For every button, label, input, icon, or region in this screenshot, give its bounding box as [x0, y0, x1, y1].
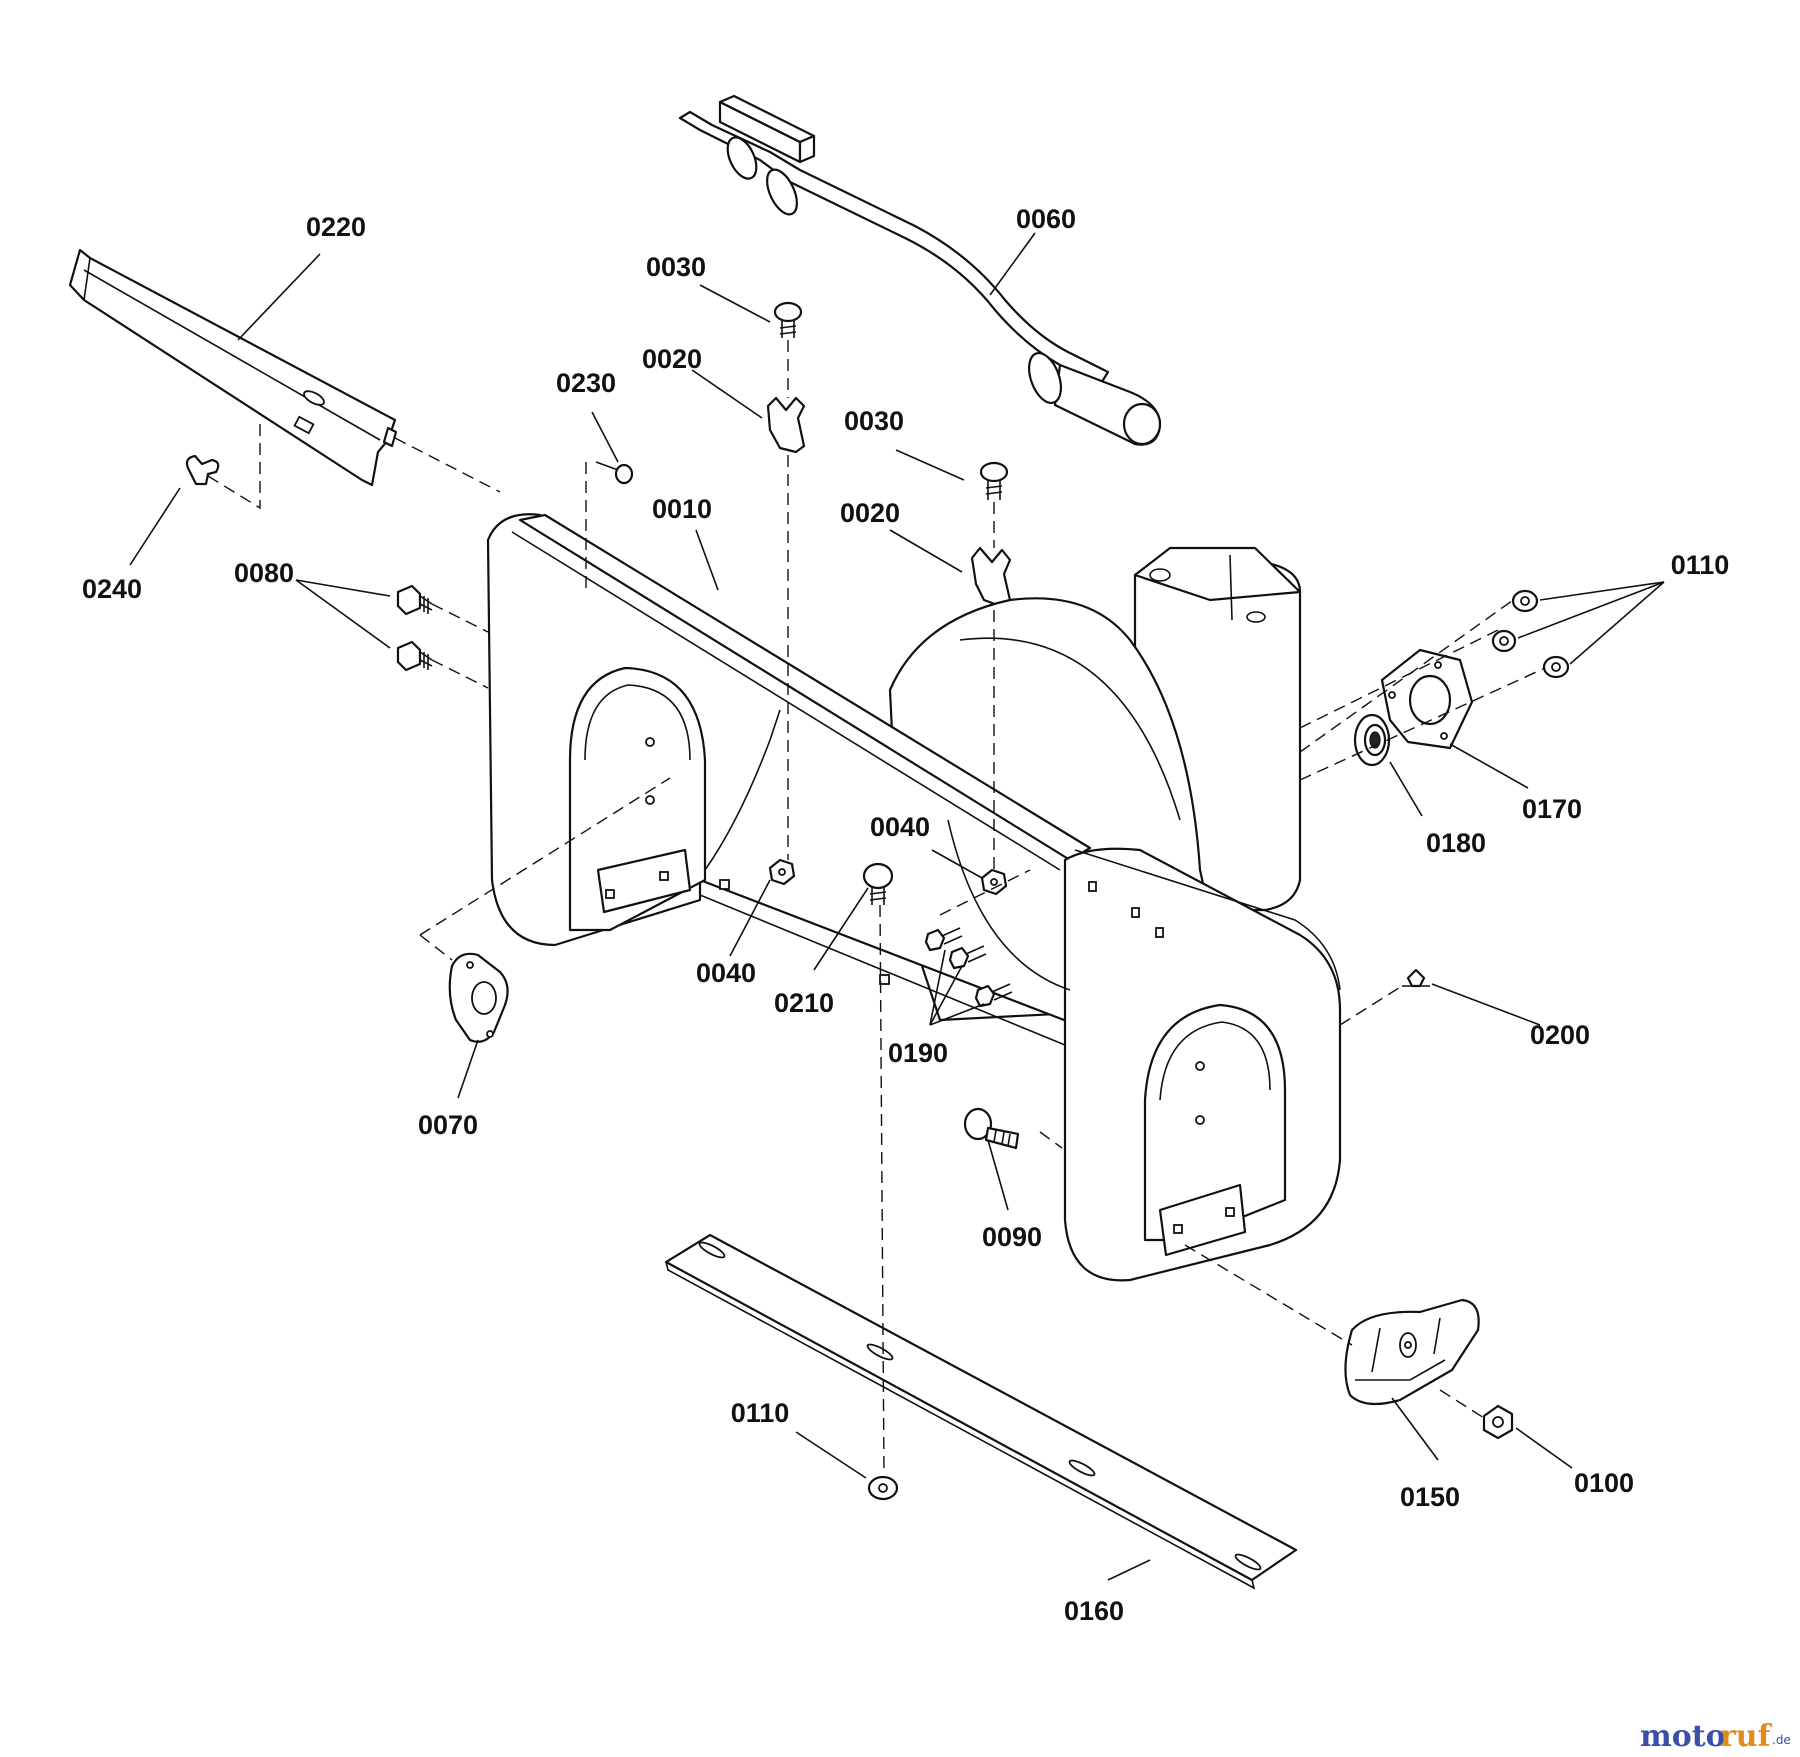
bolt-0190-b-part: [948, 945, 987, 970]
wing-nut-part: [185, 454, 220, 486]
callout-0020-upper: 0020: [642, 344, 702, 374]
bolt-0190-c-part: [974, 983, 1013, 1008]
callout-0080: 0080: [234, 558, 294, 588]
flange-nut-upper-part: [1511, 589, 1539, 613]
screw-upper-part: [773, 301, 803, 338]
rail-channel-part: [68, 248, 398, 487]
callout-0040-right: 0040: [870, 812, 930, 842]
watermark-brand-b: ruf: [1720, 1719, 1773, 1754]
bolt-0190-a-part: [924, 927, 963, 952]
assembly-lines: [207, 340, 1546, 1476]
callout-0190: 0190: [888, 1038, 948, 1068]
callout-0090: 0090: [982, 1222, 1042, 1252]
scraper-bar-part: [664, 1233, 1298, 1590]
hex-nut-left-part: [768, 858, 796, 886]
motoruf-watermark-logo: moto ruf .de: [1640, 1719, 1791, 1754]
callout-0070: 0070: [418, 1110, 478, 1140]
hex-bolt-upper-part: [396, 584, 433, 616]
bearing-flange-part: [1380, 648, 1474, 750]
clip-upper-part: [766, 396, 806, 454]
hex-nut-right-part: [980, 868, 1008, 896]
callout-0020-middle: 0020: [840, 498, 900, 528]
small-screw-part: [595, 461, 634, 485]
flange-nut-bottom-part: [867, 1475, 899, 1501]
skid-shoe-part: [1344, 1298, 1480, 1406]
watermark-suffix: .de: [1772, 1733, 1791, 1747]
callout-0040-left: 0040: [696, 958, 756, 988]
carriage-bolt-part: [862, 862, 894, 905]
plug-part: [1402, 968, 1430, 988]
hex-bolt-lower-part: [396, 640, 433, 672]
leader-lines: [129, 232, 1665, 1581]
callout-0030-middle: 0030: [844, 406, 904, 436]
callout-0240: 0240: [82, 574, 142, 604]
callout-0110-right: 0110: [1671, 550, 1730, 580]
shift-rod-part: [678, 94, 1162, 446]
callout-0230: 0230: [556, 368, 616, 398]
callout-0030-upper: 0030: [646, 252, 706, 282]
callout-0110-bottom: 0110: [731, 1398, 790, 1428]
clip-middle-part: [970, 546, 1012, 608]
screw-middle-part: [979, 461, 1009, 500]
callout-0150: 0150: [1400, 1482, 1460, 1512]
auger-housing-part: [486, 513, 1342, 1282]
watermark-brand-a: moto: [1640, 1719, 1726, 1754]
callout-0010: 0010: [652, 494, 712, 524]
callout-0200: 0200: [1530, 1020, 1590, 1050]
bearing-part: [1353, 713, 1391, 767]
hex-nut-0100-part: [1482, 1404, 1514, 1440]
carriage-bolt-0090-part: [963, 1107, 1020, 1150]
callout-0160: 0160: [1064, 1596, 1124, 1626]
callout-0170: 0170: [1522, 794, 1582, 824]
callout-0180: 0180: [1426, 828, 1486, 858]
callout-0220: 0220: [306, 212, 366, 242]
callout-0060: 0060: [1016, 204, 1076, 234]
callout-labels: 0220 0060 0030 0020 0230 0030 0020 0010 …: [82, 204, 1729, 1626]
flange-nut-middle-part: [1491, 629, 1517, 653]
callout-0100: 0100: [1574, 1468, 1634, 1498]
callout-0210: 0210: [774, 988, 834, 1018]
flange-nut-lower-part: [1542, 655, 1570, 679]
gasket-plate-part: [448, 952, 509, 1043]
